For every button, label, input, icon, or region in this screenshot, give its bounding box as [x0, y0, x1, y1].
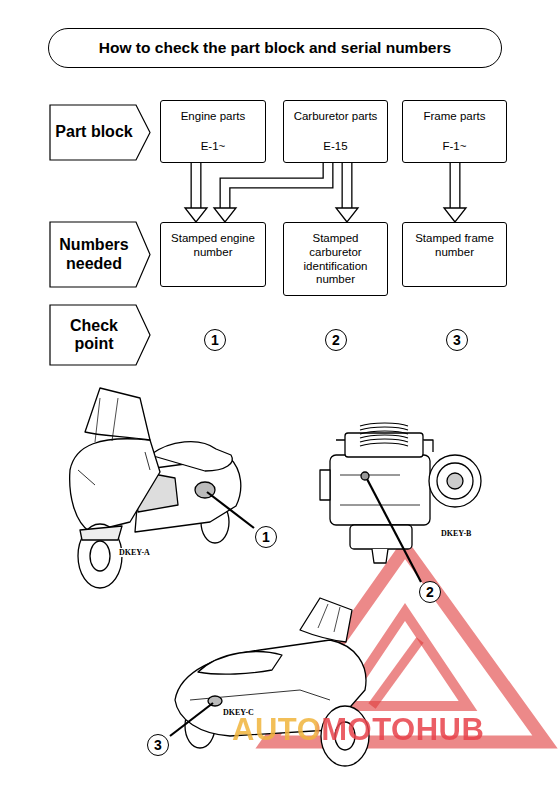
- arrow-shaft-fill: [343, 163, 351, 208]
- node-text: Stamped frame number: [408, 232, 501, 260]
- drawing-stroke: [300, 598, 352, 642]
- callout-number: 2: [419, 581, 441, 603]
- row-heading-arrow: Part block: [50, 105, 150, 160]
- node-text: Check point: [54, 317, 134, 354]
- arrow-head: [185, 208, 207, 222]
- figure-code: DKEY-A: [118, 548, 151, 557]
- drawing-stroke: [360, 423, 408, 426]
- drawing-stroke: [80, 526, 122, 540]
- node-text: 2: [332, 333, 340, 347]
- arrow-shaft-outline: [225, 163, 328, 208]
- carburetor-spring: [360, 423, 408, 446]
- part-box: Frame partsF-1~: [402, 100, 507, 163]
- node-text: E-15: [323, 140, 347, 154]
- drawing-stroke: [90, 541, 110, 571]
- node-text: Part block: [55, 123, 132, 141]
- arrow-shaft-fill: [225, 163, 328, 208]
- node-text: Stamped engine number: [166, 232, 260, 260]
- arrow-head: [214, 208, 236, 222]
- drawing-stroke: [447, 473, 463, 489]
- drawing-stroke: [70, 439, 160, 532]
- hollow-arrow: [185, 163, 207, 222]
- arrow-shaft-outline: [191, 163, 202, 208]
- scooter-a: [70, 388, 241, 588]
- node-text: Carburetor parts: [294, 110, 378, 124]
- part-box: Stamped frame number: [402, 222, 507, 287]
- drawing-stroke: [95, 398, 118, 442]
- drawing-stroke: [207, 492, 254, 528]
- part-box: Engine partsE-1~: [160, 100, 266, 163]
- node-text: Frame parts: [424, 110, 486, 124]
- drawing-stroke: [372, 640, 420, 706]
- arrow-head: [336, 208, 358, 222]
- callout-number: 1: [255, 526, 277, 548]
- drawing-stroke: [78, 452, 150, 485]
- drawing-stroke: [360, 431, 408, 434]
- drawing-stroke: [345, 433, 423, 457]
- row-heading-arrow: Check point: [50, 305, 150, 365]
- drawing-stroke: [360, 427, 408, 430]
- watermark: AUTOMOTOHUB: [232, 712, 484, 748]
- row-heading-arrow: Numbers needed: [50, 222, 150, 287]
- node-text: 1: [211, 333, 219, 347]
- check-point-circle: 1: [204, 329, 226, 351]
- node-text: Numbers needed: [54, 236, 134, 273]
- part-box: Carburetor partsE-15: [283, 100, 388, 163]
- leader-lines: [170, 479, 421, 736]
- drawing-stroke: [330, 455, 430, 525]
- check-point-circle: 2: [325, 329, 347, 351]
- drawing-stroke: [318, 604, 340, 632]
- node-text: 3: [453, 333, 461, 347]
- hollow-arrow: [214, 163, 328, 222]
- hollow-arrow: [336, 163, 358, 222]
- drawing-stroke: [78, 524, 122, 588]
- drawing-stroke: [170, 703, 213, 736]
- drawing-stroke: [198, 652, 282, 675]
- title-box: How to check the part block and serial n…: [48, 28, 502, 68]
- drawing-stroke: [85, 388, 150, 440]
- hollow-arrow: [444, 163, 466, 222]
- figure-code: DKEY-B: [440, 529, 472, 538]
- arrow-shaft-fill: [451, 163, 459, 208]
- drawing-stroke: [360, 439, 408, 442]
- callout-number: 3: [147, 734, 169, 756]
- node-text: F-1~: [443, 140, 467, 154]
- part-box: Stamped carburetor identification number: [283, 222, 388, 296]
- arrow-shaft-outline: [342, 163, 353, 208]
- check-point-circle: 3: [446, 329, 468, 351]
- title-text: How to check the part block and serial n…: [99, 39, 451, 57]
- drawing-stroke: [360, 435, 408, 438]
- drawing-stroke: [360, 443, 408, 446]
- drawing-stroke: [437, 463, 473, 499]
- drawing-stroke: [367, 479, 421, 582]
- drawing-stroke: [150, 442, 232, 471]
- arrow-shaft-fill: [192, 163, 200, 208]
- node-text: Engine parts: [181, 110, 246, 124]
- drawing-stroke: [429, 455, 481, 507]
- part-box: Stamped engine number: [160, 222, 266, 287]
- node-text: Stamped carburetor identification number: [289, 232, 382, 287]
- drawing-stroke: [336, 440, 433, 452]
- drawing-stroke: [340, 475, 420, 505]
- node-text: E-1~: [201, 140, 226, 154]
- arrow-head: [444, 208, 466, 222]
- drawing-stroke: [372, 549, 388, 563]
- drawing-stroke: [320, 470, 330, 500]
- arrow-shaft-outline: [450, 163, 461, 208]
